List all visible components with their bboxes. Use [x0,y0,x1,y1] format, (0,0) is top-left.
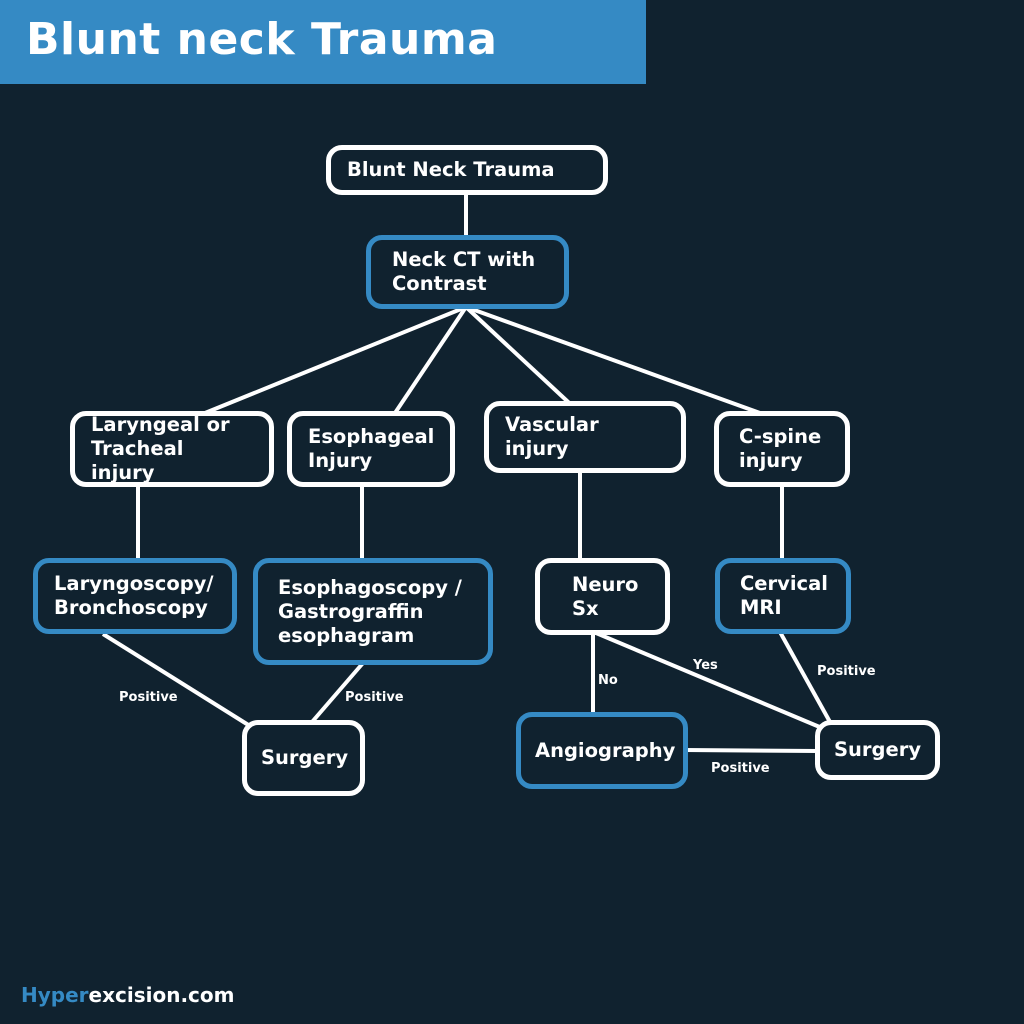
edge-ct-cspine [465,305,761,415]
node-label: Vascular injury [505,413,599,460]
edge-label-mri-positive: Positive [817,664,876,679]
node-vascular: Vascular injury [484,401,686,473]
node-label: Laryngoscopy/ Bronchoscopy [54,572,214,619]
edge-mri-surgery [778,631,832,723]
node-label: C-spine injury [739,425,822,472]
node-label: Surgery [834,738,922,761]
node-label: Cervical MRI [740,572,828,619]
node-label: Angiography [535,738,676,762]
node-label: Esophageal Injury [308,425,435,472]
node-label: Surgery [261,746,349,769]
edge-label-neuro-no: No [598,673,618,688]
edge-angiography-surgery [683,748,819,753]
edge-label-esophagoscopy-positive: Positive [345,690,404,705]
edge-neuro-surgery [595,631,823,730]
node-esophagoscopy: Esophagoscopy / Gastrograffin esophagram [253,558,493,665]
node-label: Blunt Neck Trauma [347,158,555,181]
node-cspine: C-spine injury [714,411,850,487]
node-neck-ct: Neck CT with Contrast [366,235,569,309]
edge-label-angio-positive: Positive [711,761,770,776]
node-laryngoscopy: Laryngoscopy/ Bronchoscopy [33,558,237,634]
node-neuro-sx: Neuro Sx [535,558,670,635]
node-angiography: Angiography [516,712,688,789]
node-label: Neuro Sx [572,572,639,620]
footer-brand: Hyperexcision.com [21,983,234,1007]
node-surgery-right: Surgery [815,720,940,780]
node-surgery-left: Surgery [242,720,365,796]
edge-label-neuro-yes: Yes [693,658,718,673]
node-label: Neck CT with Contrast [392,248,536,295]
edge-ct-esophageal [393,305,468,415]
brand-part-hyper: Hyper [21,983,89,1007]
node-label: Esophagoscopy / Gastrograffin esophagram [278,575,462,647]
brand-part-excision: excision.com [88,983,235,1007]
edge-label-laryngoscopy-positive: Positive [119,690,178,705]
header-banner: Blunt neck Trauma [0,0,646,84]
edge-laryngoscopy-surgery [101,632,252,728]
edge-ct-laryngeal [204,305,467,415]
node-cervical-mri: Cervical MRI [715,558,851,634]
node-laryngeal-tracheal: Laryngeal or Tracheal injury [70,411,274,487]
edge-ct-vascular [464,305,582,415]
page-title: Blunt neck Trauma [26,14,498,65]
node-esophageal: Esophageal Injury [287,411,455,487]
node-blunt-neck-trauma: Blunt Neck Trauma [326,145,608,195]
edge-esophagoscopy-surgery [310,661,365,724]
node-label: Laryngeal or Tracheal injury [91,413,230,484]
